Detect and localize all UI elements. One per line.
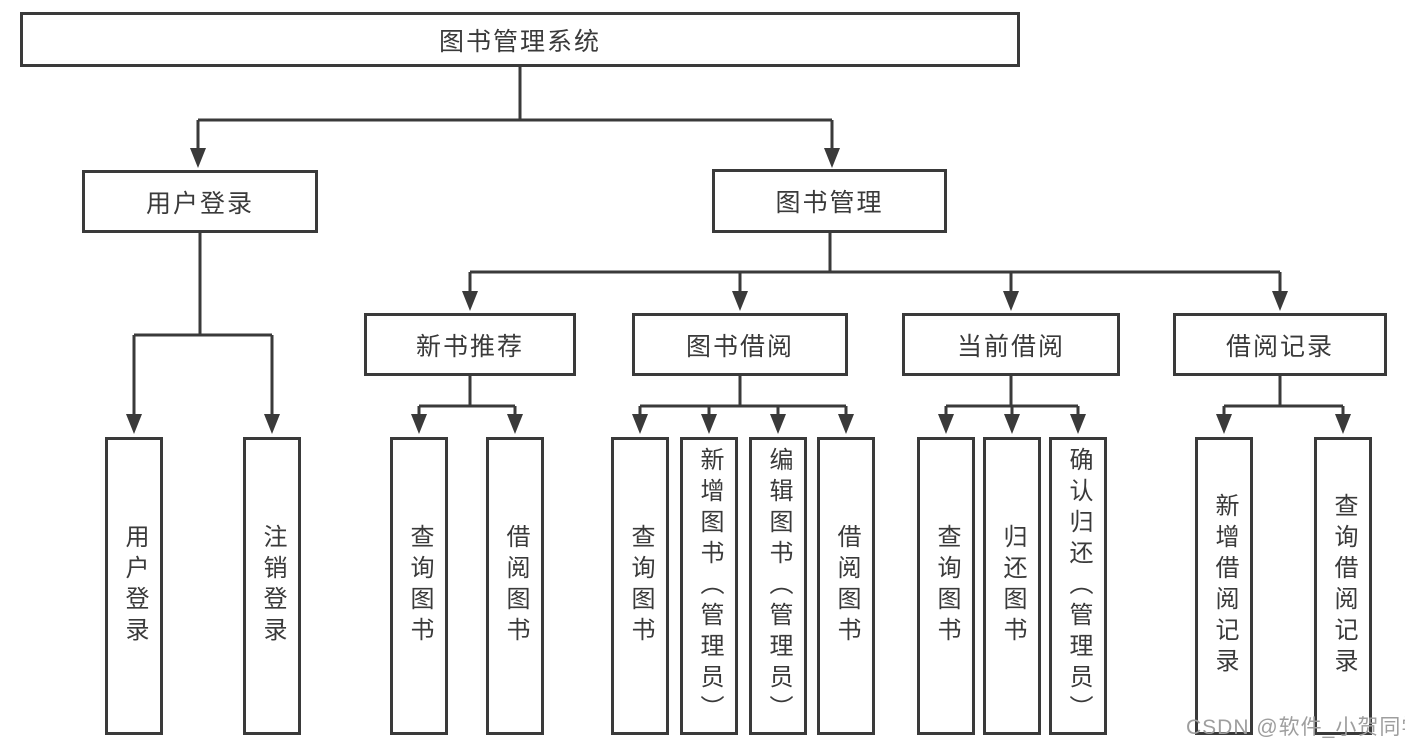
leaf-query-books-current: 查询图书 bbox=[917, 437, 975, 735]
leaf-add-borrow-record: 新增借阅记录 bbox=[1195, 437, 1253, 735]
leaf-query-borrow-record: 查询借阅记录 bbox=[1314, 437, 1372, 735]
node-label: 新书推荐 bbox=[415, 332, 524, 361]
leaf-confirm-return-admin: 确认归还（管理员） bbox=[1049, 437, 1107, 735]
csdn-watermark: CSDN @软件_小贺同学 bbox=[1186, 716, 1405, 739]
node-label: 用户登录 bbox=[121, 524, 148, 648]
node-label: 注销登录 bbox=[259, 524, 286, 648]
node-label: 当前借阅 bbox=[956, 332, 1065, 361]
node-system-root: 图书管理系统 bbox=[20, 12, 1020, 67]
node-label: 查询图书 bbox=[933, 524, 960, 648]
node-label: 用户登录 bbox=[145, 189, 254, 218]
arrowhead-icons bbox=[126, 148, 1351, 434]
node-label: 查询图书 bbox=[406, 524, 433, 648]
leaf-edit-books-admin: 编辑图书（管理员） bbox=[749, 437, 807, 735]
leaf-user-login: 用户登录 bbox=[105, 437, 163, 735]
leaf-query-books-recommend: 查询图书 bbox=[390, 437, 448, 735]
node-label: 图书管理系统 bbox=[438, 27, 601, 56]
node-label: 新增借阅记录 bbox=[1211, 493, 1238, 679]
node-borrow-records: 借阅记录 bbox=[1173, 313, 1387, 376]
node-label: 确认归还（管理员） bbox=[1065, 446, 1092, 726]
node-label: 图书借阅 bbox=[685, 332, 794, 361]
leaf-borrow-books: 借阅图书 bbox=[817, 437, 875, 735]
node-label: 图书管理 bbox=[775, 189, 884, 217]
node-label: 归还图书 bbox=[999, 524, 1026, 648]
node-label: 查询借阅记录 bbox=[1330, 493, 1357, 679]
node-current-borrow: 当前借阅 bbox=[902, 313, 1120, 376]
node-label: 借阅记录 bbox=[1225, 332, 1334, 361]
node-book-borrow: 图书借阅 bbox=[632, 313, 848, 376]
leaf-logout: 注销登录 bbox=[243, 437, 301, 735]
node-new-book-recommend: 新书推荐 bbox=[364, 313, 576, 376]
leaf-query-books-borrow: 查询图书 bbox=[611, 437, 669, 735]
node-label: 借阅图书 bbox=[502, 524, 529, 648]
node-label: 查询图书 bbox=[627, 524, 654, 648]
node-user-login: 用户登录 bbox=[82, 170, 318, 233]
leaf-return-books: 归还图书 bbox=[983, 437, 1041, 735]
leaf-add-books-admin: 新增图书（管理员） bbox=[680, 437, 738, 735]
leaf-borrow-books-recommend: 借阅图书 bbox=[486, 437, 544, 735]
node-label: 借阅图书 bbox=[833, 524, 860, 648]
node-book-management: 图书管理 bbox=[712, 169, 947, 233]
node-label: 新增图书（管理员） bbox=[696, 446, 723, 726]
node-label: 编辑图书（管理员） bbox=[765, 446, 792, 726]
